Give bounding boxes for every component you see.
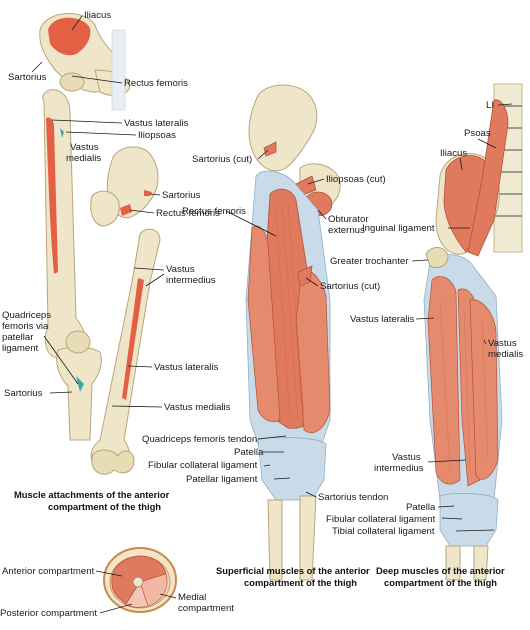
panel-deep: LI Psoas Iliacus Inguinal ligament Great… xyxy=(326,83,523,588)
vastus-medialis-s xyxy=(295,269,331,434)
rectus-femoris-attach-2 xyxy=(120,204,132,216)
label-greater-troch: Greater trochanter xyxy=(330,256,409,267)
femur-section xyxy=(132,576,144,588)
label-patella-d: Patella xyxy=(406,502,436,513)
label-rectus-femoris-s: Rectus femoris xyxy=(182,206,246,217)
label-quadriceps-2: femoris via xyxy=(2,321,49,332)
label-vastus-intermedius-d1: Vastus xyxy=(392,452,421,463)
vastus-intermedius-attach-2 xyxy=(122,278,144,400)
label-posterior-compartment: Posterior compartment xyxy=(0,608,97,619)
caption-deep-2: compartment of the thigh xyxy=(384,577,497,588)
label-tibial-coll-d: Tibial collateral ligament xyxy=(332,526,435,537)
panel-superficial: Sartorius (cut) Iliopsoas (cut) Obturato… xyxy=(142,84,388,588)
caption-attachments-2: compartment of the thigh xyxy=(48,501,161,512)
sartorius-cut-top xyxy=(263,141,277,157)
label-quad-tendon: Quadriceps femoris tendon xyxy=(142,434,257,445)
label-vastus-medialis-2: Vastus medialis xyxy=(164,402,231,413)
patellar-lig-attach-1 xyxy=(76,376,84,392)
caption-deep-1: Deep muscles of the anterior xyxy=(376,565,505,576)
label-vastus-intermedius-1b: intermedius xyxy=(166,275,216,286)
label-iliacus-d: Iliacus xyxy=(440,148,467,159)
label-quadriceps-1: Quadriceps xyxy=(2,310,51,321)
vastus-lateralis-d xyxy=(427,276,461,485)
label-vastus-medialis-d2: medialis xyxy=(488,349,523,360)
acetabulum-1 xyxy=(59,72,85,92)
iliacus-attachment-1 xyxy=(48,17,91,56)
label-iliopsoas-1: Iliopsoas xyxy=(138,130,176,141)
tibia-1 xyxy=(56,346,102,441)
label-inguinal: Inguinal ligament xyxy=(362,223,435,234)
label-medial-compartment-1: Medial xyxy=(178,592,206,603)
label-rectus-femoris-2: Rectus femoris xyxy=(156,208,220,219)
vastus-lateralis-attach-1 xyxy=(46,117,58,275)
hip-bone-2b xyxy=(90,190,120,227)
spine-lines xyxy=(494,105,522,217)
label-quadriceps-3: patellar xyxy=(2,332,34,343)
label-sartorius-1: Sartorius xyxy=(8,72,47,83)
label-patella-s: Patella xyxy=(234,447,264,458)
vastus-medialis-d xyxy=(469,299,499,480)
panel-attachments: Iliacus Sartorius Rectus femoris Vastus … xyxy=(2,10,231,512)
label-sartorius-2: Sartorius xyxy=(162,190,201,201)
spine-faint-1 xyxy=(111,29,126,111)
label-sartorius-tendon: Sartorius tendon xyxy=(318,492,388,503)
leg-bones-3 xyxy=(267,495,317,581)
label-vastus-medialis-1b: medialis xyxy=(66,153,101,164)
psoas-deep xyxy=(467,99,509,257)
label-sartorius-cut-2: Sartorius (cut) xyxy=(320,281,380,292)
label-obturator-2: externus xyxy=(328,225,365,236)
label-sartorius-3: Sartorius xyxy=(4,388,43,399)
knee-3 xyxy=(257,437,327,501)
label-vastus-intermedius-1a: Vastus xyxy=(166,264,195,275)
caption-superficial-2: compartment of the thigh xyxy=(244,577,357,588)
label-li: LI xyxy=(486,100,494,111)
leg-bones-deep xyxy=(445,545,489,581)
label-rectus-femoris-1: Rectus femoris xyxy=(124,78,188,89)
caption-superficial-1: Superficial muscles of the anterior xyxy=(216,565,370,576)
label-vastus-lateralis-d: Vastus lateralis xyxy=(350,314,415,325)
vastus-medialis-attach-1 xyxy=(60,128,64,138)
patella-1 xyxy=(65,330,91,354)
sartorius-attach-2 xyxy=(144,190,152,196)
label-psoas: Psoas xyxy=(464,128,491,139)
label-medial-compartment-2: compartment xyxy=(178,603,234,614)
label-quadriceps-4: ligament xyxy=(2,343,39,354)
femur-2 xyxy=(90,228,161,467)
label-obturator-1: Obturator xyxy=(328,214,369,225)
knee-condyles-2 xyxy=(91,449,135,475)
vastus-lateralis-s xyxy=(247,225,281,422)
label-vastus-medialis-d1: Vastus xyxy=(488,338,517,349)
knee-deep xyxy=(439,493,499,547)
label-sartorius-cut-1: Sartorius (cut) xyxy=(192,154,252,165)
label-vastus-intermedius-d2: intermedius xyxy=(374,463,424,474)
label-anterior-compartment: Anterior compartment xyxy=(2,566,95,577)
panel-cross-section: Anterior compartment Medial compartment … xyxy=(0,547,234,619)
greater-trochanter xyxy=(425,247,449,269)
label-vastus-lateralis-2: Vastus lateralis xyxy=(154,362,219,373)
label-patellar-lig: Patellar ligament xyxy=(186,474,258,485)
label-fibular-coll-d: Fibular collateral ligament xyxy=(326,514,436,525)
sartorius-cut-lower xyxy=(297,265,313,287)
label-fibular-coll-s: Fibular collateral ligament xyxy=(148,460,258,471)
label-vastus-medialis-1a: Vastus xyxy=(70,142,99,153)
label-iliacus-1: Iliacus xyxy=(84,10,111,21)
label-iliopsoas-cut: Iliopsoas (cut) xyxy=(326,174,386,185)
label-vastus-lateralis-1: Vastus lateralis xyxy=(124,118,189,129)
caption-attachments-1: Muscle attachments of the anterior xyxy=(14,489,170,500)
